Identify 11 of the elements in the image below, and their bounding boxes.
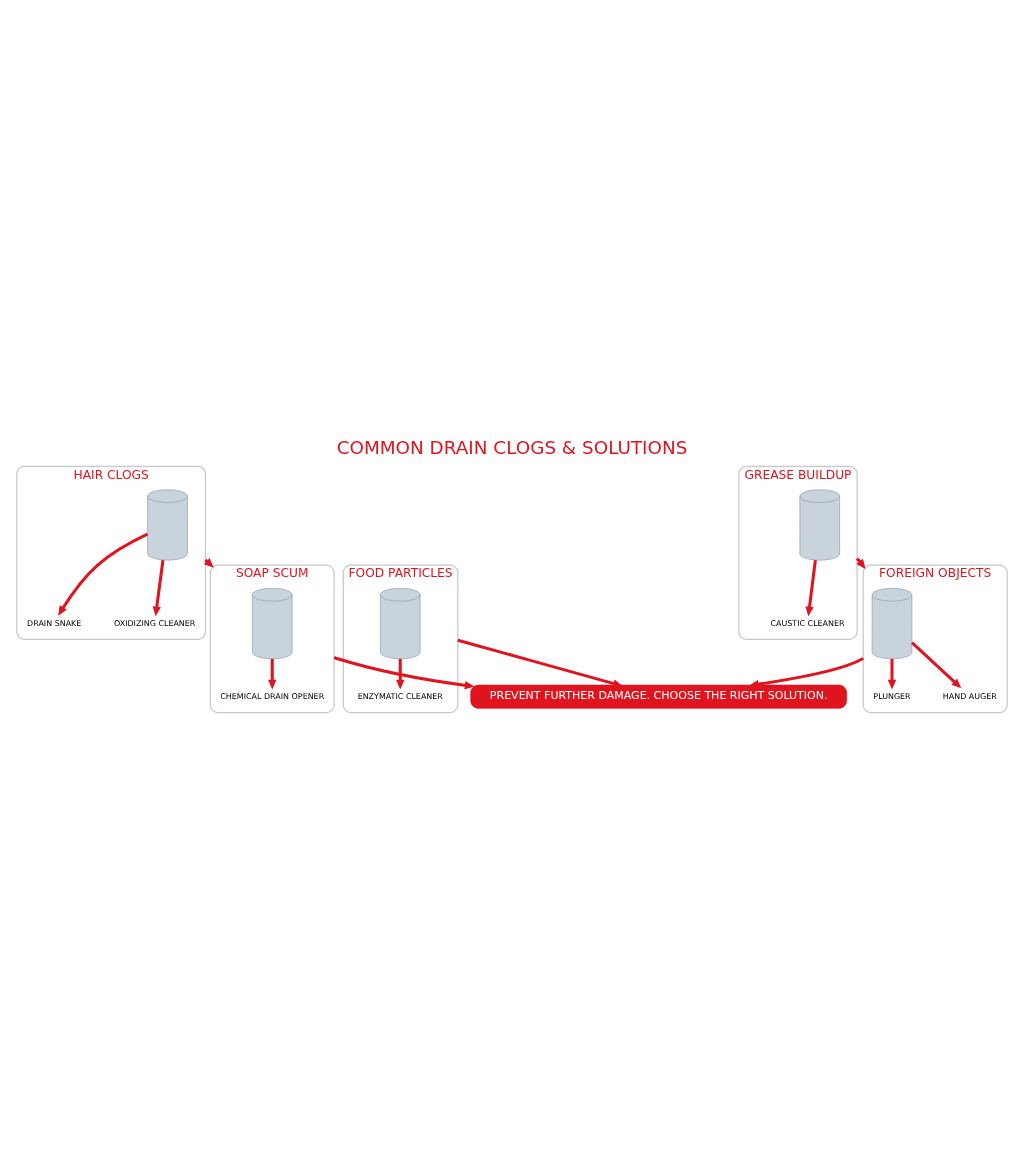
arrow: [887, 658, 897, 690]
arrow: [152, 559, 165, 617]
arrow: [268, 658, 277, 690]
arrow: [805, 559, 817, 617]
arrow: [396, 658, 405, 690]
arrow: [457, 638, 623, 688]
node-box: PREVENT FURTHER DAMAGE. CHOOSE THE RIGHT SOLUTION.: [470, 684, 847, 709]
diagram-title: COMMON DRAIN CLOGS & SOLUTIONS: [336, 436, 688, 458]
arrow: [333, 656, 475, 690]
arrow: [911, 641, 962, 689]
arrow: [58, 532, 149, 616]
